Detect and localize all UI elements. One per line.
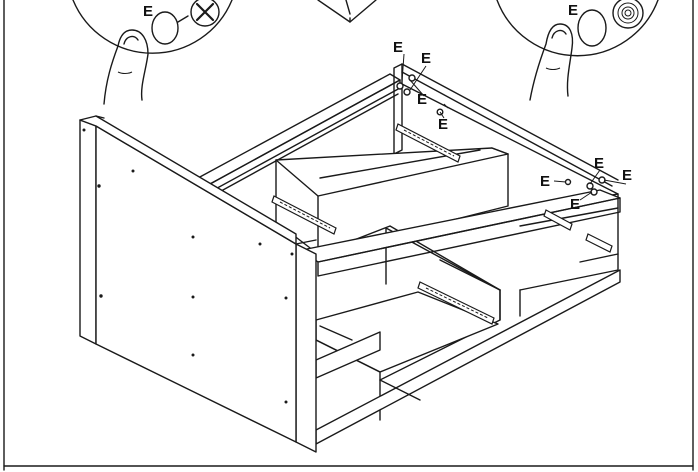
top-partial-drawer — [317, 0, 377, 23]
callout-letter-back-post-4: E — [438, 116, 448, 133]
callout-letter-right-detail: E — [568, 2, 578, 19]
thumb-pressing-cam-cover-icon — [103, 29, 149, 105]
right-detail-magnifier: E — [496, 0, 659, 101]
right-back-post — [393, 63, 619, 187]
front-bottom-rail — [315, 269, 621, 445]
left-detail-magnifier: E — [72, 0, 233, 105]
callout-letter-back-post-2: E — [421, 50, 431, 67]
callout-letter-right-panel-1: E — [594, 155, 604, 172]
thumb-pressing-cam-cover-icon — [529, 23, 574, 101]
callout-letter-back-post-3: E — [417, 91, 427, 108]
cam-cover-cap — [151, 11, 179, 45]
callout-letter-right-panel-3: E — [540, 173, 550, 190]
page-frame — [3, 0, 694, 471]
callout-leaders — [401, 53, 627, 201]
cam-cover-cap — [577, 9, 607, 47]
left-side-panel — [79, 115, 317, 443]
callout-letter-left-detail: E — [143, 3, 153, 20]
runner-middle — [417, 281, 495, 325]
runner-back-right — [395, 123, 461, 163]
runner-right-lower — [585, 233, 613, 253]
runner-right-upper — [543, 209, 573, 231]
drawer-carcass — [79, 63, 621, 453]
callout-letter-right-panel-4: E — [570, 196, 580, 213]
callout-letters: E E E E E E E E — [393, 39, 632, 213]
callout-letter-back-post-1: E — [393, 39, 403, 56]
cam-fitting-socket — [612, 0, 644, 29]
cam-lock-screw-head — [177, 0, 220, 27]
callout-letter-right-panel-2: E — [622, 167, 632, 184]
front-left-post — [295, 243, 317, 453]
drawer-runners — [271, 123, 613, 325]
panel-fixing-holes — [82, 128, 294, 404]
runner-back-left — [271, 195, 337, 235]
